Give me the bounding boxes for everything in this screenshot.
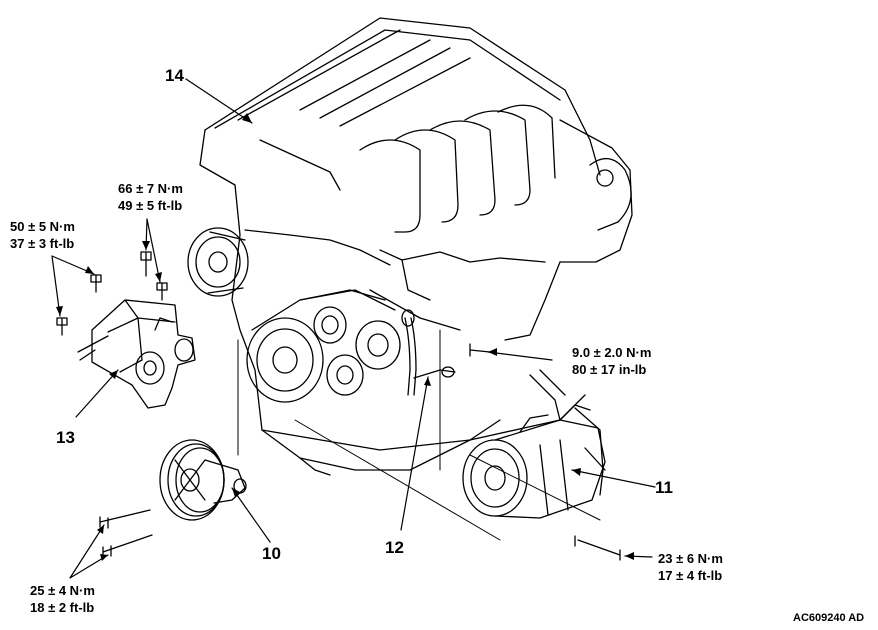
torque-imperial: 80 ± 17 in-lb (572, 362, 647, 377)
torque-metric: 25 ± 4 N·m (30, 583, 95, 598)
torque-imperial: 49 ± 5 ft-lb (118, 198, 183, 213)
crank-pulley (187, 227, 249, 297)
torque-metric: 66 ± 7 N·m (118, 181, 183, 196)
torque-imperial: 17 ± 4 ft-lb (658, 568, 723, 583)
compressor-bolt (574, 535, 621, 561)
accessory-pulleys (246, 289, 401, 403)
engine-mount-bracket (77, 299, 196, 409)
figure-id: AC609240 AD (793, 612, 865, 624)
torque-spec-23nm: 23 ± 6 N·m 17 ± 4 ft-lb (658, 550, 723, 584)
idler-pulley (159, 439, 247, 521)
torque-spec-66nm: 66 ± 7 N·m 49 ± 5 ft-lb (118, 180, 183, 214)
callout-10: 10 (262, 544, 281, 563)
callout-14: 14 (165, 66, 184, 85)
torque-metric: 50 ± 5 N·m (10, 219, 75, 234)
callout-13: 13 (56, 428, 75, 447)
torque-metric: 9.0 ± 2.0 N·m (572, 345, 652, 360)
torque-spec-25nm: 25 ± 4 N·m 18 ± 2 ft-lb (30, 582, 95, 616)
callout-11: 11 (655, 478, 673, 497)
engine-block (199, 17, 633, 476)
torque-imperial: 18 ± 2 ft-lb (30, 600, 95, 615)
torque-metric: 23 ± 6 N·m (658, 551, 723, 566)
leader-lines (51, 78, 656, 579)
torque-imperial: 37 ± 3 ft-lb (10, 236, 75, 251)
callout-12: 12 (385, 538, 404, 557)
torque-spec-9nm: 9.0 ± 2.0 N·m 80 ± 17 in-lb (572, 344, 651, 378)
torque-spec-50nm: 50 ± 5 N·m 37 ± 3 ft-lb (10, 218, 75, 252)
ac-compressor (462, 369, 606, 519)
mount-bolts (56, 251, 168, 336)
pulley-bolts (99, 509, 153, 558)
sensor-harness (401, 309, 491, 396)
